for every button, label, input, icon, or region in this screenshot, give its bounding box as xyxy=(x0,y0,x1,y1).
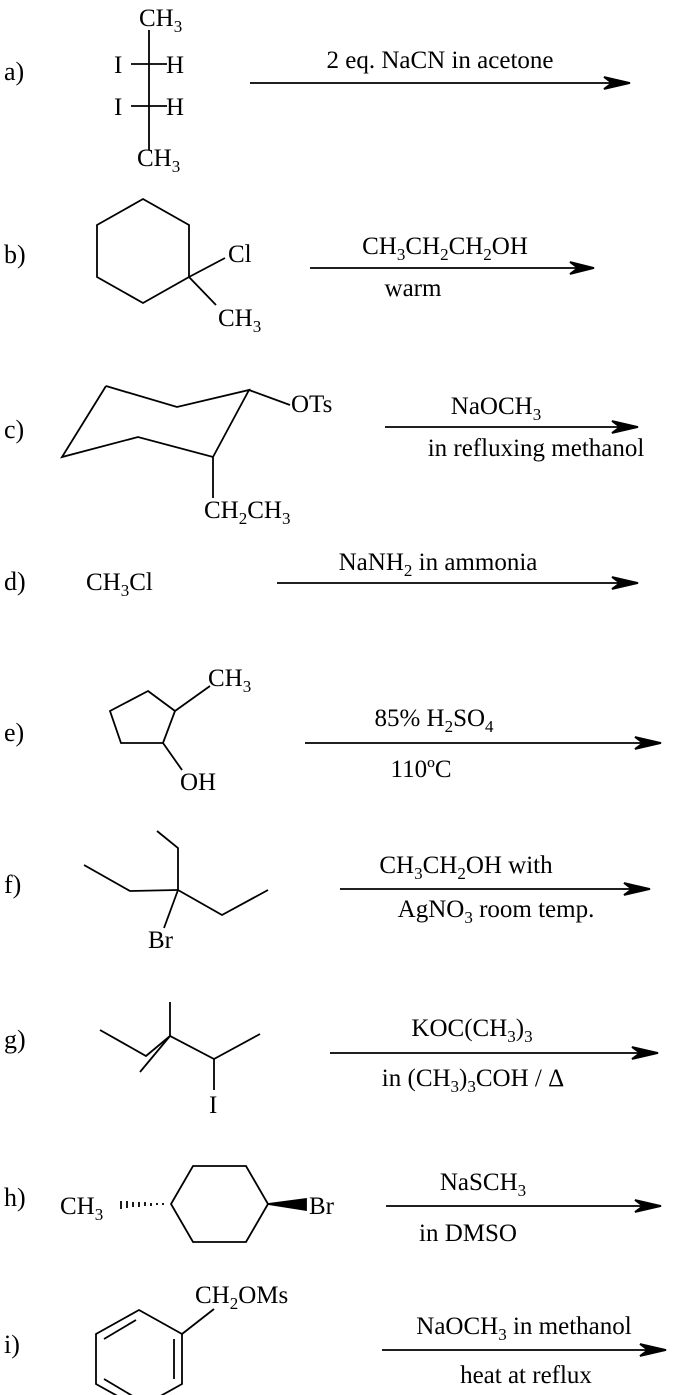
bond-c-ch3 xyxy=(174,685,211,712)
atom-oh: OH xyxy=(180,769,216,796)
conditions-above-f: CH3CH2OH with xyxy=(379,852,553,883)
conditions-above-i: NaOCH3 in methanol xyxy=(416,1313,631,1344)
reaction-label-f: f) xyxy=(4,870,21,899)
reaction-label-c: c) xyxy=(4,415,24,444)
chair-ring xyxy=(60,385,251,459)
hashed-wedge-ch3 xyxy=(120,1201,164,1209)
benzene-double-bond-2 xyxy=(103,1378,133,1395)
atom-bromine: Br xyxy=(148,927,174,954)
conditions-above-g: KOC(CH3)3 xyxy=(411,1015,532,1046)
arrow-d xyxy=(277,576,639,590)
arrow-h xyxy=(386,1199,662,1213)
bond-c-ots xyxy=(248,389,291,406)
molecule-a-fischer: CH3 I H I H CH3 xyxy=(114,5,184,176)
arrow-c xyxy=(385,420,639,434)
molecule-g-iodide: I xyxy=(99,1002,261,1119)
atom-ch3: CH3 xyxy=(218,305,261,336)
reaction-label-h: h) xyxy=(4,1183,26,1212)
molecule-c-chair-cyclohexane: OTs CH2CH3 xyxy=(60,385,332,528)
cyclohexane-ring xyxy=(96,197,190,305)
reaction-label-d: d) xyxy=(4,567,26,596)
main-chain xyxy=(99,1029,261,1061)
atom-hydrogen-1: H xyxy=(166,52,184,79)
reaction-label-a: a) xyxy=(4,57,24,86)
cyclohexane-ring xyxy=(169,1165,270,1243)
arrow-f xyxy=(340,882,651,896)
conditions-above-b: CH3CH2CH2OH xyxy=(362,233,528,264)
cyclopentane-ring xyxy=(108,689,177,744)
conditions-below-b: warm xyxy=(385,275,442,302)
bond-c-ch3 xyxy=(188,276,217,306)
reaction-label-e: e) xyxy=(4,718,24,747)
atom-bromine: Br xyxy=(309,1193,335,1220)
atom-iodine-2: I xyxy=(114,94,122,121)
conditions-above-d: NaNH2 in ammonia xyxy=(339,549,538,580)
atom-ch3: CH3 xyxy=(208,665,251,696)
ethyl-top xyxy=(156,830,179,890)
conditions-below-f: AgNO3 room temp. xyxy=(398,896,595,927)
atom-ch3-top: CH3 xyxy=(139,5,182,36)
atom-ch3: CH3 xyxy=(60,1193,103,1224)
atom-chlorine: Cl xyxy=(228,241,252,268)
conditions-below-i: heat at reflux xyxy=(460,1362,592,1389)
solid-wedge-br xyxy=(267,1197,307,1212)
arrow-a xyxy=(250,76,631,90)
molecule-d-chloromethane: CH3Cl xyxy=(86,569,153,600)
bond-c-br xyxy=(163,889,179,929)
arrow-g xyxy=(330,1046,659,1060)
conditions-above-h: NaSCH3 xyxy=(440,1169,526,1200)
reaction-label-b: b) xyxy=(4,240,26,269)
bond-c-cl xyxy=(188,257,226,278)
atom-ch3-bottom: CH3 xyxy=(137,145,180,176)
atom-ethyl: CH2CH3 xyxy=(204,497,290,528)
molecule-h-cyclohexane: CH3 Br xyxy=(60,1165,335,1243)
atom-ots: OTs xyxy=(291,391,332,418)
conditions-below-h: in DMSO xyxy=(419,1220,517,1247)
conditions-below-g: in (CH3)3COH / Δ xyxy=(382,1065,564,1096)
arrow-e xyxy=(305,736,662,750)
conditions-above-c: NaOCH3 xyxy=(451,393,541,424)
atom-ch2oms: CH2OMs xyxy=(195,1282,288,1313)
molecule-b-cyclohexane: Cl CH3 xyxy=(96,197,261,336)
conditions-above-a: 2 eq. NaCN in acetone xyxy=(326,47,553,74)
benzene-double-bond-3 xyxy=(103,1319,137,1340)
conditions-above-e: 85% H2SO4 xyxy=(374,705,494,736)
reaction-label-i: i) xyxy=(4,1330,20,1359)
conditions-below-e: 110ºC xyxy=(391,756,452,783)
molecule-i-benzyl-mesylate: CH2OMs xyxy=(95,1282,288,1395)
atom-iodine: I xyxy=(209,1092,217,1119)
bond-ring-ch2 xyxy=(181,1308,215,1335)
arrow-i xyxy=(382,1343,667,1357)
ethyl-left xyxy=(83,864,179,892)
conditions-below-c: in refluxing methanol xyxy=(428,435,645,462)
arrow-b xyxy=(310,261,595,275)
molecule-e-cyclopentanol: CH3 OH xyxy=(108,665,251,796)
bond-c-oh xyxy=(162,742,183,771)
atom-hydrogen-2: H xyxy=(166,94,184,121)
methyl-down xyxy=(139,1035,171,1073)
reaction-label-g: g) xyxy=(4,1025,26,1054)
atom-iodine-1: I xyxy=(114,52,122,79)
molecule-f-bromide: Br xyxy=(83,830,269,954)
ethyl-right xyxy=(177,889,269,917)
